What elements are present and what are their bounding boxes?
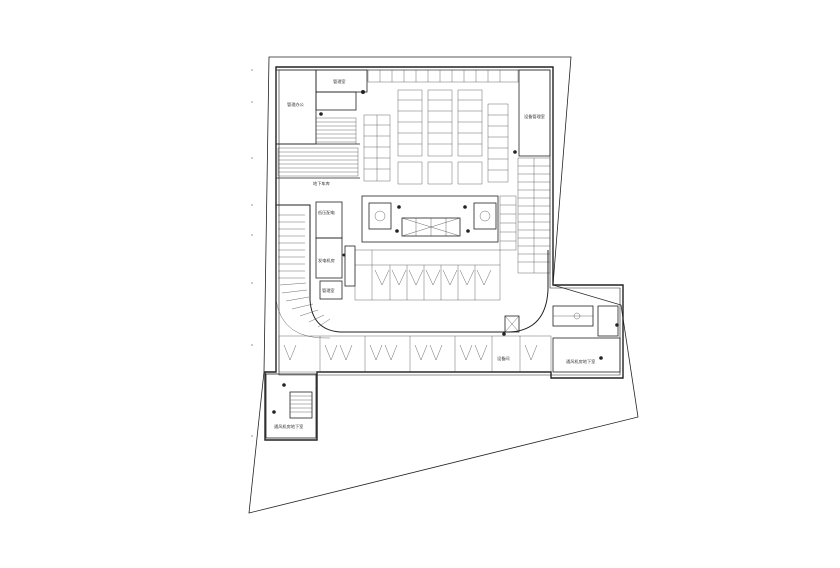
inner-outline: [278, 69, 621, 376]
equipment-symbols: [272, 90, 619, 414]
stair-top-left: [277, 117, 359, 177]
room-label-r7: 管理室: [322, 287, 335, 294]
parking-top-row: [367, 69, 519, 83]
curved-ramp: [275, 204, 549, 339]
room-label-r6: 发电机房: [318, 257, 335, 264]
parking-bottom-row: [278, 335, 552, 373]
bottom-left-annex: [265, 373, 317, 439]
room-label-r8: 设备间: [497, 355, 510, 362]
parking-columns: [363, 89, 509, 185]
top-left-rooms: [275, 69, 368, 179]
parking-right-of-core: [499, 195, 517, 251]
central-core: [361, 195, 499, 243]
room-label-r2: 管理办公: [287, 101, 305, 108]
room-label-r10: 通风机房地下室: [274, 423, 303, 430]
room-label-r9: 通风机房地下室: [566, 358, 595, 365]
site-boundary: [248, 56, 639, 514]
room-label-r4: 地下车库: [313, 180, 330, 187]
top-right-room: [518, 69, 551, 157]
left-service-rooms: [315, 201, 356, 300]
room-label-r1: 管理室: [333, 78, 346, 85]
right-annex: [504, 305, 621, 373]
left-dimension-marks: [251, 69, 253, 437]
room-label-r3: 设备管理室: [524, 113, 545, 120]
parking-middle-row: [354, 249, 501, 301]
building-outline: [264, 66, 624, 441]
right-ramp: [517, 157, 551, 274]
room-label-r5: 低压配电: [318, 209, 336, 216]
